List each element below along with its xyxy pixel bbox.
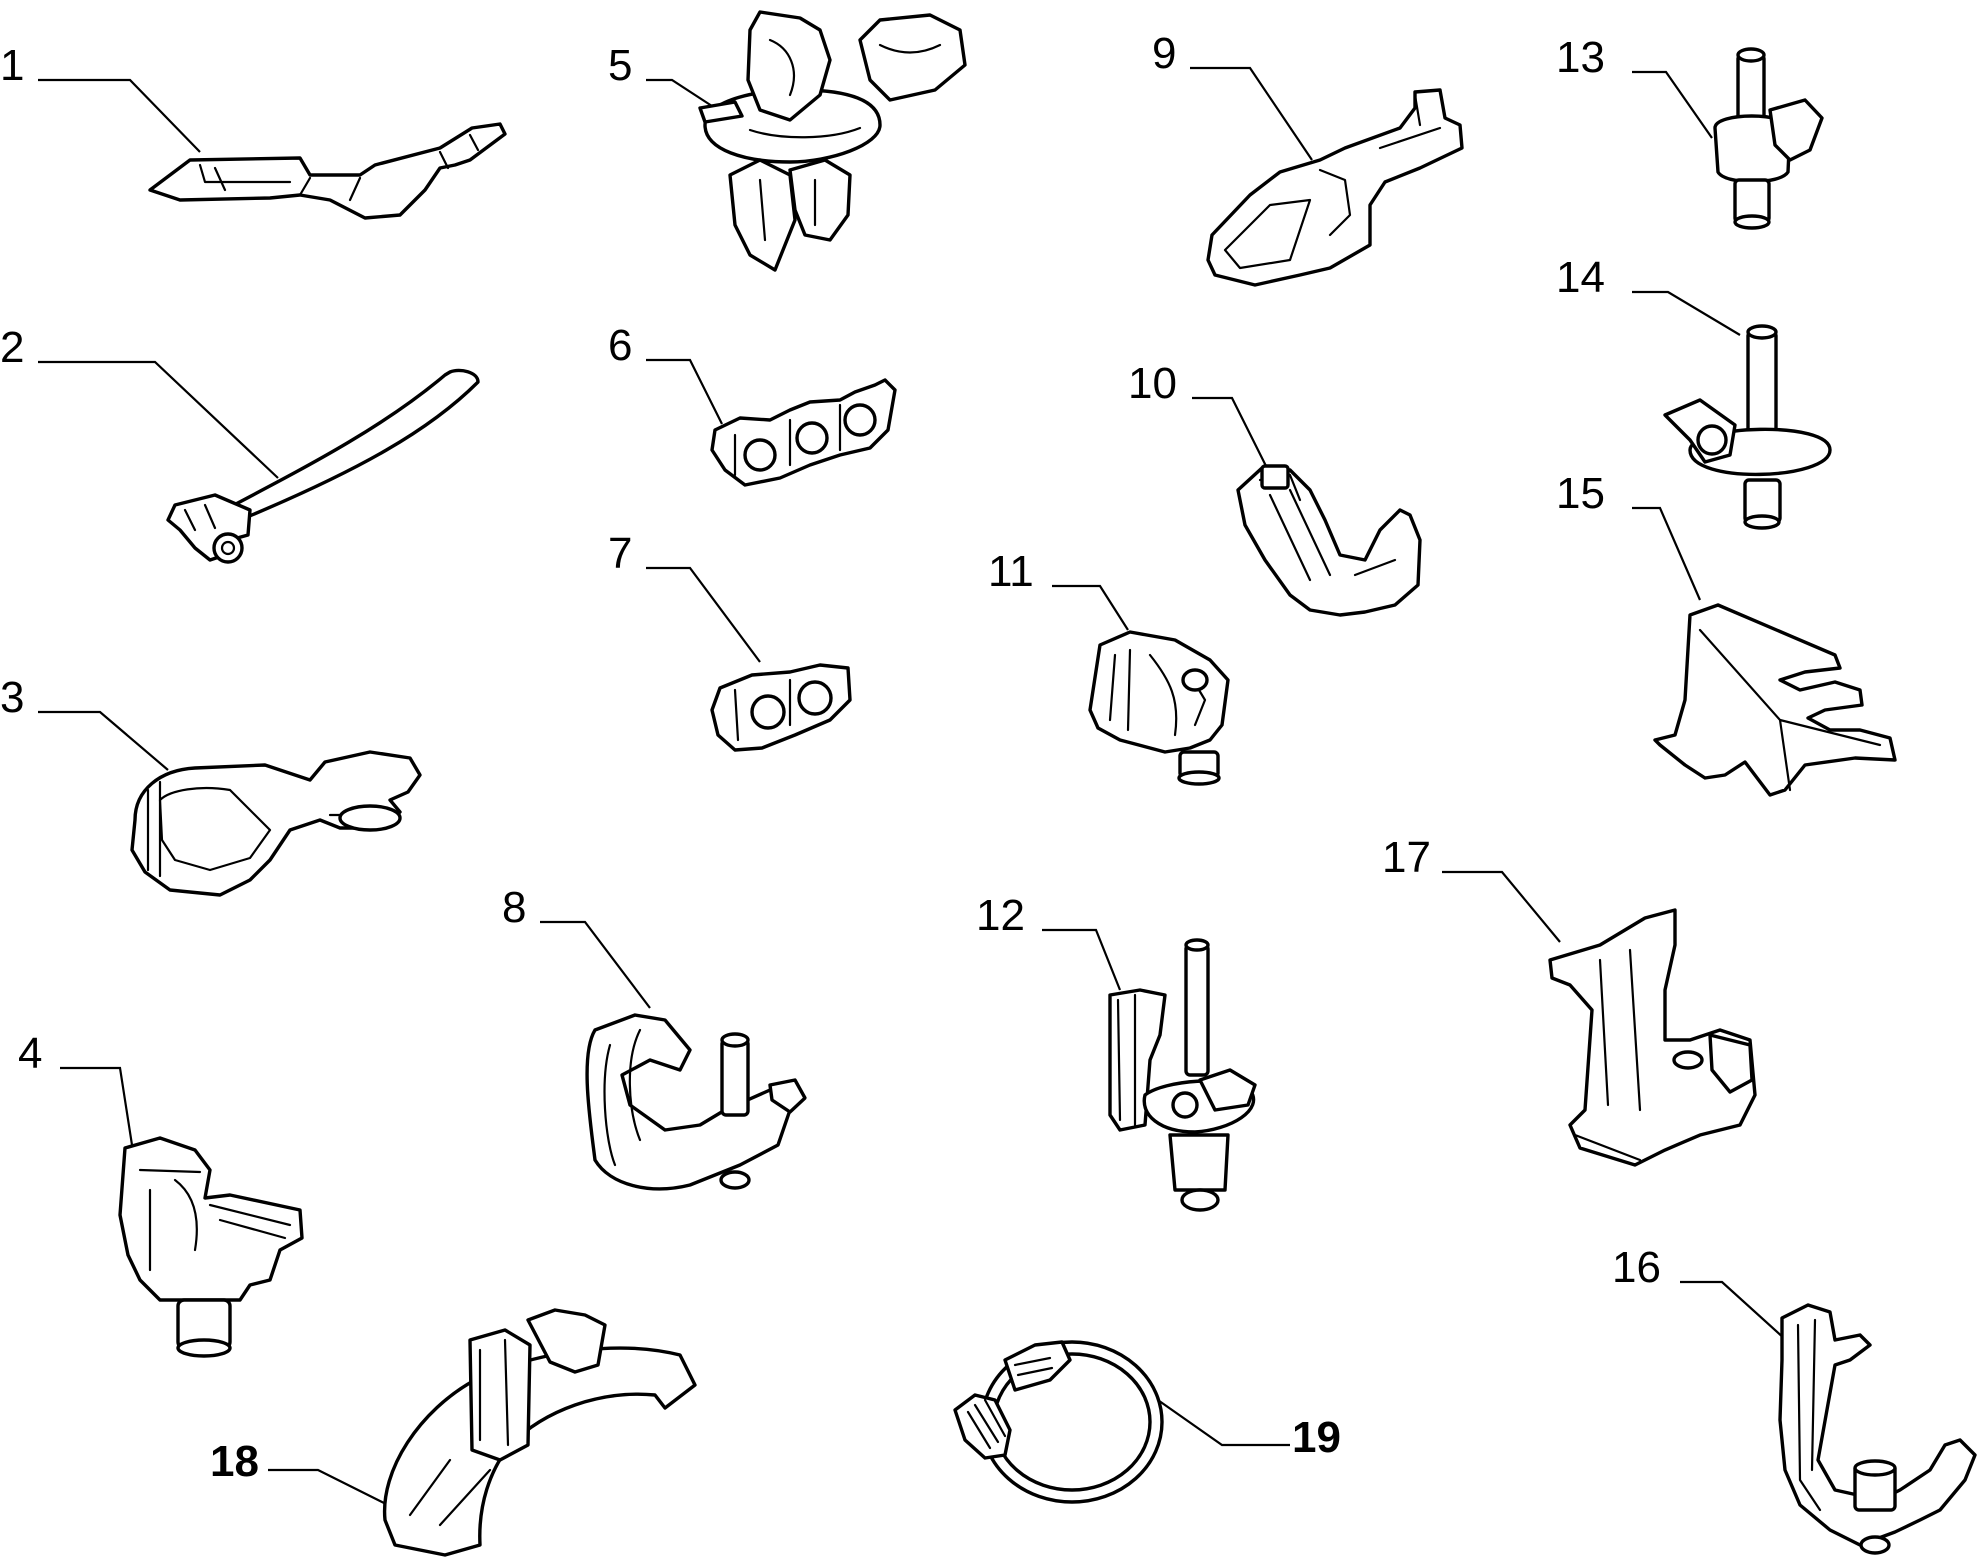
leader-line-4 [60, 1066, 134, 1146]
callout-number-8: 8 [502, 883, 526, 932]
callout-16: 16 [1612, 1243, 1787, 1341]
callout-1: 1 [0, 41, 201, 153]
callout-number-17: 17 [1382, 833, 1431, 882]
leader-line-18 [268, 1468, 389, 1506]
leader-line-10 [1192, 396, 1269, 471]
callout-number-16: 16 [1612, 1243, 1661, 1292]
leader-line-19 [1154, 1397, 1290, 1447]
part-16-bracket [1778, 1303, 1977, 1555]
part-3-loop-clip [130, 750, 422, 897]
callout-4: 4 [18, 1029, 134, 1146]
leader-line-5 [646, 78, 716, 109]
part-13-stud-holder [1713, 47, 1824, 230]
leader-line-8 [540, 920, 651, 1009]
part-2-strap [166, 368, 480, 564]
callout-5: 5 [608, 41, 716, 109]
part-4-clip [118, 1136, 304, 1358]
part-19-hose-clamp [953, 1340, 1164, 1504]
leader-line-1 [38, 78, 201, 153]
callout-7: 7 [608, 529, 761, 663]
callout-2: 2 [0, 323, 279, 479]
callout-number-12: 12 [976, 891, 1025, 940]
leader-line-16 [1680, 1280, 1787, 1341]
callout-11: 11 [988, 547, 1129, 631]
callout-number-13: 13 [1556, 33, 1605, 82]
callout-number-3: 3 [0, 673, 24, 722]
leader-line-15 [1632, 506, 1702, 601]
callout-number-5: 5 [608, 41, 632, 90]
callout-12: 12 [976, 891, 1122, 991]
leader-line-2 [38, 360, 279, 479]
callout-number-10: 10 [1128, 359, 1177, 408]
part-14-stud-base [1663, 324, 1832, 530]
callout-number-19: 19 [1292, 1413, 1341, 1462]
part-17-bracket-stand [1548, 908, 1757, 1167]
part-18-arched-support [382, 1308, 697, 1557]
leader-line-3 [38, 710, 169, 771]
part-9-support [1206, 88, 1464, 287]
callout-number-11: 11 [988, 547, 1034, 596]
callout-number-18: 18 [210, 1437, 259, 1486]
leader-line-6 [646, 358, 723, 425]
leader-line-14 [1632, 290, 1741, 336]
callout-number-4: 4 [18, 1029, 42, 1078]
part-11-clip-with-base [1088, 630, 1230, 786]
callout-number-1: 1 [0, 41, 24, 90]
callout-8: 8 [502, 883, 651, 1009]
part-12-stud-clip [1108, 938, 1257, 1212]
callout-number-14: 14 [1556, 253, 1605, 302]
callout-3: 3 [0, 673, 169, 771]
leader-line-11 [1052, 584, 1129, 631]
part-10-clip [1236, 464, 1422, 617]
part-7-double-clip [710, 663, 852, 752]
callout-number-2: 2 [0, 323, 24, 372]
part-1-bracket [148, 122, 507, 220]
part-15-bracket-plate [1653, 603, 1897, 797]
leader-line-12 [1042, 928, 1122, 991]
part-8-clip-with-stud [585, 1013, 807, 1191]
part-6-triple-clip [710, 378, 897, 487]
leader-line-17 [1442, 870, 1561, 943]
callout-number-7: 7 [608, 529, 632, 578]
callout-18: 18 [210, 1437, 389, 1506]
leader-line-9 [1190, 66, 1313, 161]
part-5-multi-clip [698, 10, 967, 272]
callout-13: 13 [1556, 33, 1713, 139]
callout-9: 9 [1152, 29, 1313, 161]
callout-19: 19 [1154, 1397, 1341, 1462]
callout-15: 15 [1556, 469, 1702, 601]
callout-10: 10 [1128, 359, 1269, 471]
leader-line-13 [1632, 70, 1713, 139]
callout-number-15: 15 [1556, 469, 1605, 518]
callout-14: 14 [1556, 253, 1741, 336]
callout-number-6: 6 [608, 321, 632, 370]
callout-17: 17 [1382, 833, 1561, 943]
callout-6: 6 [608, 321, 723, 425]
leader-line-7 [646, 566, 761, 663]
callout-number-9: 9 [1152, 29, 1176, 78]
